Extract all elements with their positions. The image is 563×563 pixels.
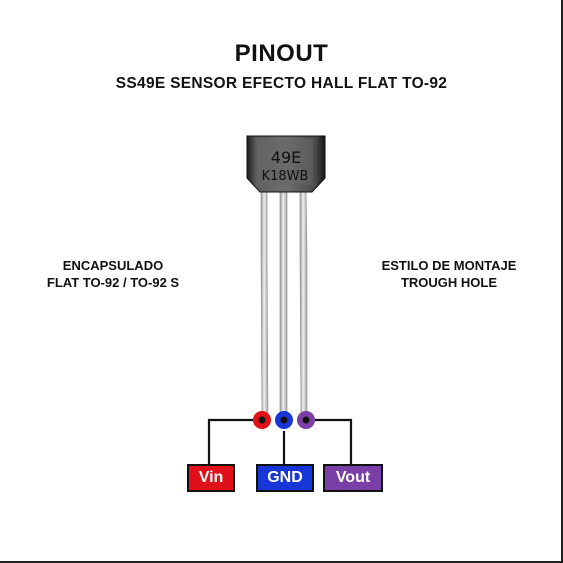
wire-vout xyxy=(311,418,353,464)
page-subtitle: SS49E SENSOR EFECTO HALL FLAT TO-92 xyxy=(115,75,448,92)
pin-label-vout: Vout xyxy=(323,464,383,492)
chip-marking-line1: 49E xyxy=(271,148,301,167)
mounting-note: ESTILO DE MONTAJE TROUGH HOLE xyxy=(339,257,559,291)
chip-marking-line2: K18WB xyxy=(262,169,309,184)
page-title: PINOUT xyxy=(234,40,329,67)
pin-label-vin: Vin xyxy=(187,464,235,492)
pin-markers xyxy=(253,411,315,429)
leg-left xyxy=(260,187,269,416)
package-note-line2: FLAT TO-92 / TO-92 S xyxy=(46,275,180,290)
sensor-body: 49E K18WB xyxy=(246,135,326,193)
mounting-note-line1: ESTILO DE MONTAJE xyxy=(381,258,517,273)
pin-label-gnd: GND xyxy=(256,464,314,492)
leg-right xyxy=(299,187,308,416)
pin-wires xyxy=(207,418,353,464)
mounting-note-line2: TROUGH HOLE xyxy=(400,275,498,290)
package-note: ENCAPSULADO FLAT TO-92 / TO-92 S xyxy=(3,257,223,291)
sensor-legs xyxy=(260,187,308,416)
wire-vin xyxy=(207,418,257,464)
package-note-line1: ENCAPSULADO xyxy=(62,258,164,273)
leg-center xyxy=(279,187,288,416)
